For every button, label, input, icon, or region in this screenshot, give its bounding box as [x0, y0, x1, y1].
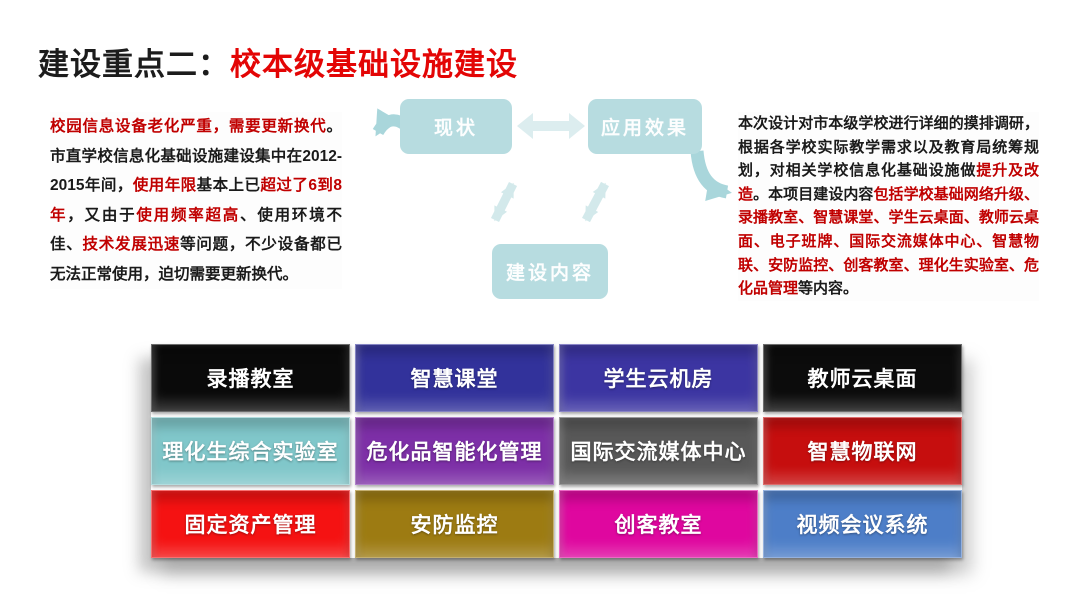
grid-cell-international-media-center: 国际交流媒体中心 — [559, 417, 758, 485]
title-highlight: 校本级基础设施建设 — [230, 46, 518, 82]
diagram-node-label: 建设内容 — [505, 263, 594, 284]
diagram-node-label: 现状 — [433, 118, 478, 139]
left-diagonal-double-arrow-icon — [490, 181, 518, 223]
grid-cell-video-conference-system: 视频会议系统 — [763, 490, 962, 558]
current-status-text-panel: 校园信息设备老化严重，需要更新换代。市直学校信息化基础设施建设集中在2012-2… — [50, 112, 342, 289]
grid-cell-hazardous-chemicals-management: 危化品智能化管理 — [355, 417, 554, 485]
grid-cell-label: 理化生综合实验室 — [162, 441, 339, 464]
grid-cell-label: 安防监控 — [410, 514, 499, 537]
grid-cell-label: 视频会议系统 — [796, 514, 929, 537]
diagram-node-current-status: 现状 — [400, 99, 512, 154]
grid-cell-label: 智慧物联网 — [807, 441, 918, 464]
diagram-node-application-effect: 应用效果 — [588, 99, 702, 154]
grid-cell-recording-classroom: 录播教室 — [151, 344, 350, 412]
title-prefix: 建设重点二： — [38, 46, 230, 82]
grid-cell-label: 创客教室 — [614, 514, 703, 537]
right-diagonal-double-arrow-icon — [582, 181, 609, 223]
curved-arrow-right-icon — [690, 150, 732, 202]
grid-cell-label: 固定资产管理 — [184, 514, 317, 537]
topic-grid: 录播教室 智慧课堂 学生云机房 教师云桌面 理化生综合实验室 危化品智能化管理 … — [151, 344, 962, 558]
grid-cell-label: 学生云机房 — [603, 368, 714, 391]
grid-cell-label: 国际交流媒体中心 — [570, 441, 747, 464]
grid-cell-smart-classroom: 智慧课堂 — [355, 344, 554, 412]
grid-cell-science-lab: 理化生综合实验室 — [151, 417, 350, 485]
grid-cell-label: 教师云桌面 — [807, 368, 918, 391]
grid-cell-smart-iot: 智慧物联网 — [763, 417, 962, 485]
grid-cell-security-monitoring: 安防监控 — [355, 490, 554, 558]
page-title: 建设重点二：校本级基础设施建设 — [38, 39, 518, 84]
grid-cell-fixed-assets-management: 固定资产管理 — [151, 490, 350, 558]
grid-cell-label: 智慧课堂 — [410, 368, 499, 391]
construction-content-text-panel: 本次设计对市本级学校进行详细的摸排调研，根据各学校实际教学需求以及教育局统筹规划… — [738, 112, 1039, 301]
diagram-node-label: 应用效果 — [600, 118, 689, 139]
horizontal-double-arrow-icon — [517, 113, 585, 139]
grid-cell-teacher-cloud-desktop: 教师云桌面 — [763, 344, 962, 412]
diagram-node-construction-content: 建设内容 — [492, 244, 608, 299]
grid-cell-label: 危化品智能化管理 — [366, 441, 543, 464]
grid-cell-label: 录播教室 — [206, 368, 295, 391]
grid-cell-maker-classroom: 创客教室 — [559, 490, 758, 558]
grid-cell-student-cloud-room: 学生云机房 — [559, 344, 758, 412]
